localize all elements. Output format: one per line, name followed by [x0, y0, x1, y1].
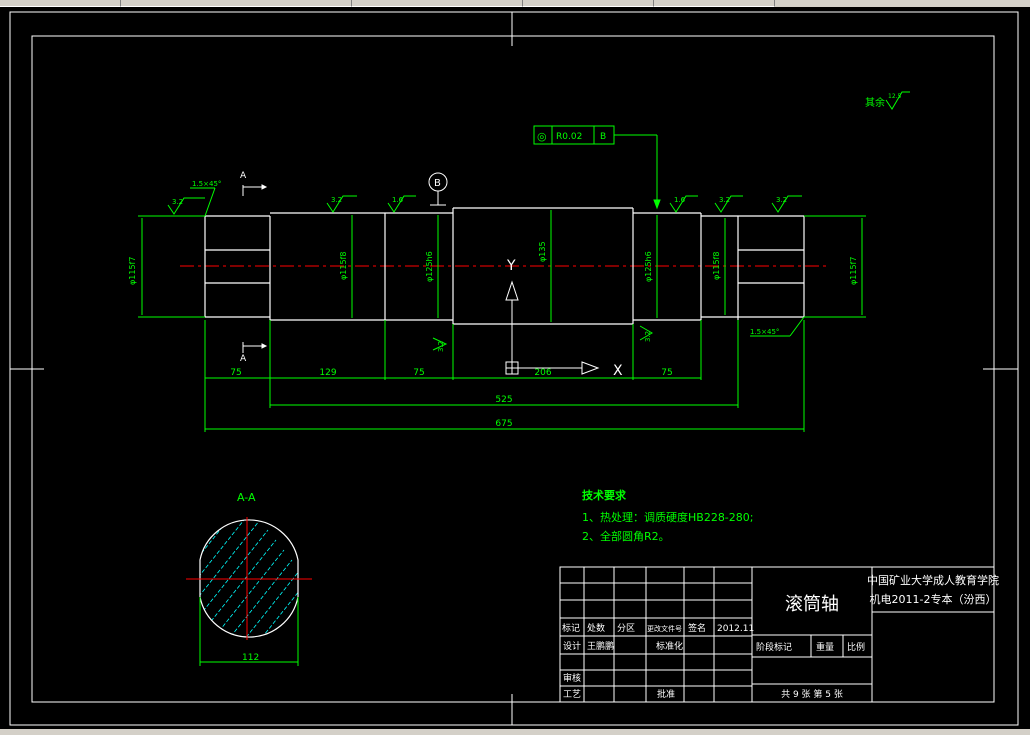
title-school-1: 中国矿业大学成人教育学院 [867, 573, 999, 587]
title-block [559, 566, 995, 703]
drawing-border [9, 11, 1019, 726]
dim-d2: 129 [319, 368, 336, 378]
title-school-2: 机电2011-2专本（汾西） [870, 592, 997, 606]
header-count: 处数 [587, 622, 605, 634]
roughness-value: 3.2 [644, 331, 652, 342]
diameter-dimensions [138, 210, 866, 322]
ucs-x-label: X [613, 363, 623, 379]
dim-d4: 206 [534, 368, 551, 378]
chamfer-leaders [190, 187, 805, 337]
dim-d1: 75 [230, 368, 241, 378]
scale-label: 比例 [847, 641, 865, 653]
sheet-info: 共 9 张 第 5 张 [781, 688, 843, 700]
header-file: 更改文件号 [647, 624, 682, 633]
dia-label-4: φ135 [538, 241, 547, 262]
datum-symbol [428, 172, 448, 206]
roughness-value: 1.6 [392, 196, 404, 204]
standard-label: 标准化 [656, 640, 683, 652]
title-part-name: 滚筒轴 [785, 594, 839, 615]
weight-label: 重量 [816, 641, 834, 653]
title-header-row: 标记 处数 分区 更改文件号 签名 2012.11 [562, 622, 754, 634]
design-label: 设计 [563, 640, 581, 652]
section-dimension [199, 597, 299, 666]
cut-mark-bottom: A [240, 354, 247, 364]
ucs-y-label: Y [506, 258, 516, 274]
toolbar-tab[interactable] [0, 0, 121, 7]
shaft-outline [204, 207, 805, 325]
tech-item-1: 1、热处理：调质硬度HB228-280; [582, 510, 753, 524]
header-zone: 分区 [617, 623, 635, 634]
chamfer-right-label: 1.5×45° [750, 328, 779, 336]
cut-mark-top: A [240, 171, 247, 181]
roughness-value: 3.2 [331, 196, 342, 204]
roughness-value: 1.6 [674, 196, 686, 204]
tech-item-2: 2、全部圆角R2。 [582, 529, 670, 543]
dia-label-1: φ115f7 [128, 257, 137, 285]
chamfer-left-label: 1.5×45° [192, 180, 221, 188]
tolerance-value: R0.02 [556, 132, 582, 142]
section-centerlines [186, 517, 312, 640]
dim-d5: 75 [661, 368, 672, 378]
dia-label-6: φ115f8 [712, 252, 721, 280]
roughness-value: 3.2 [172, 198, 183, 206]
toolbar-tab[interactable] [352, 0, 523, 7]
roughness-labels: 3.2 3.2 1.6 1.6 3.2 3.2 3.2 3.2 [172, 196, 787, 352]
tolerance-datum: B [600, 132, 606, 142]
datum-label: B [434, 178, 441, 189]
process-label: 工艺 [563, 689, 581, 700]
approve-label: 批准 [657, 688, 675, 700]
section-hatch [200, 519, 298, 638]
dim-d3: 75 [413, 368, 424, 378]
dim-total: 675 [495, 419, 512, 429]
window-top-strip [0, 0, 1030, 7]
section-dim-label: 112 [242, 653, 259, 663]
length-dimensions [204, 320, 805, 432]
dim-total-inner: 525 [495, 395, 512, 405]
section-cut-marks [242, 184, 268, 353]
dia-label-3: φ125h6 [425, 251, 434, 282]
dia-label-2: φ115f8 [339, 252, 348, 280]
cad-drawing-canvas[interactable]: φ115f7 φ115f8 φ125h6 φ135 φ125h6 φ115f8 … [0, 7, 1030, 729]
section-label: A-A [237, 491, 256, 504]
other-roughness-symbol [885, 91, 910, 110]
review-label: 审核 [563, 672, 581, 684]
stage-label: 阶段标记 [756, 641, 792, 653]
other-roughness-value: 12.5 [888, 93, 902, 100]
tolerance-symbol: ◎ [537, 130, 547, 143]
roughness-symbols [167, 195, 802, 351]
command-line-strip[interactable] [0, 729, 1030, 735]
dia-label-5: φ125h6 [644, 251, 653, 282]
toolbar-tab[interactable] [121, 0, 352, 7]
diameter-labels: φ115f7 φ115f8 φ125h6 φ135 φ125h6 φ115f8 … [128, 241, 858, 285]
roughness-value: 3.2 [437, 341, 445, 352]
header-date: 2012.11 [717, 624, 754, 634]
tolerance-frame [533, 125, 661, 210]
ucs-icon [505, 280, 600, 375]
roughness-value: 3.2 [776, 196, 787, 204]
dia-label-7: φ115f7 [849, 257, 858, 285]
toolbar-tab[interactable] [523, 0, 654, 7]
toolbar-tab[interactable] [654, 0, 775, 7]
roughness-value: 3.2 [719, 196, 730, 204]
other-roughness-label: 其余 [865, 96, 885, 109]
length-labels: 75 129 75 206 75 525 675 [230, 368, 672, 429]
tech-heading: 技术要求 [582, 488, 627, 502]
header-sign: 签名 [688, 622, 706, 634]
header-mark: 标记 [562, 622, 580, 634]
designer-name: 王鹏鹏 [587, 640, 614, 652]
